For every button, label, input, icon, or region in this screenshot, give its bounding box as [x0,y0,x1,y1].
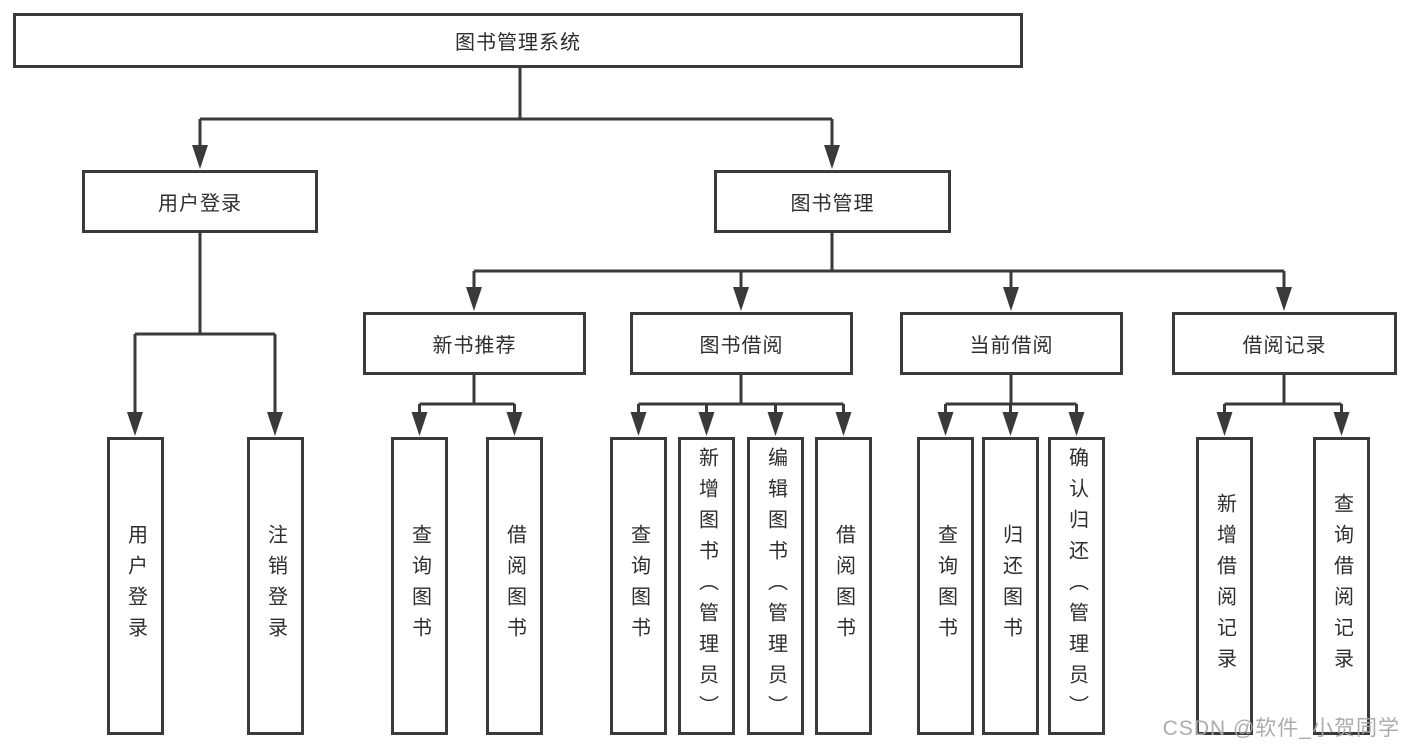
leaf-add-books-admin: 新增图书（管理员） [678,437,735,735]
leaf-label: 查询图书 [627,524,650,648]
leaf-borrow-books: 借阅图书 [815,437,872,735]
node-borrow-records: 借阅记录 [1172,312,1397,375]
leaf-label: 注销登录 [264,524,287,648]
arrowhead [733,287,749,311]
edge-login-to-leaves [133,233,277,418]
node-label: 借阅记录 [1242,335,1327,357]
leaf-label: 借阅图书 [832,524,855,648]
node-current-borrow: 当前借阅 [900,312,1123,375]
edge-manage-to-level3 [472,233,1286,293]
node-label: 新书推荐 [432,335,517,357]
node-book-management: 图书管理 [714,170,951,233]
leaf-label: 查询图书 [934,524,957,648]
leaf-borrow-books-recommend: 借阅图书 [486,437,543,735]
leaf-confirm-return-admin: 确认归还（管理员） [1048,437,1105,735]
node-label: 图书管理 [790,193,875,215]
edge-records-to-leaves [1223,375,1343,418]
leaf-label: 借阅图书 [503,524,526,648]
leaf-label: 归还图书 [999,524,1022,648]
arrowhead [630,412,647,436]
arrowhead [267,412,283,436]
arrowhead [1002,412,1019,436]
leaf-user-login: 用户登录 [107,437,164,735]
edge-current-to-leaves [944,375,1078,418]
leaf-edit-books-admin: 编辑图书（管理员） [747,437,804,735]
node-book-borrow: 图书借阅 [630,312,853,375]
leaf-return-books: 归还图书 [982,437,1039,735]
leaf-label: 用户登录 [124,524,147,648]
node-label: 图书管理系统 [455,32,581,54]
arrowhead [1003,287,1019,311]
arrowhead [1333,412,1350,436]
leaf-label: 新增图书（管理员） [695,446,718,726]
node-label: 图书借阅 [699,335,784,357]
node-label: 当前借阅 [969,335,1054,357]
arrowhead [127,412,143,436]
arrowhead [937,412,954,436]
arrowhead [466,287,482,311]
arrowhead [698,412,715,436]
node-library-management-system: 图书管理系统 [13,13,1023,68]
edge-root-to-level2 [198,68,834,150]
arrowheads [127,145,1350,436]
leaf-label: 查询图书 [408,524,431,648]
arrowhead [824,145,840,169]
node-new-book-recommend: 新书推荐 [363,312,586,375]
arrowhead [835,412,852,436]
edge-borrow-to-leaves [637,375,845,418]
arrowhead [1276,287,1292,311]
arrowhead [411,412,428,436]
arrowhead [1216,412,1233,436]
csdn-watermark: CSDN @软件_小贺同学 [1162,717,1400,740]
leaf-label: 确认归还（管理员） [1065,446,1088,726]
leaf-query-books-borrow: 查询图书 [610,437,667,735]
leaf-query-books-current: 查询图书 [917,437,974,735]
arrowhead [767,412,784,436]
leaf-label: 新增借阅记录 [1213,493,1236,679]
arrowhead [192,145,208,169]
leaf-label: 查询借阅记录 [1330,493,1353,679]
leaf-label: 编辑图书（管理员） [764,446,787,726]
arrowhead [1068,412,1085,436]
leaf-query-books-recommend: 查询图书 [391,437,448,735]
leaf-add-borrow-record: 新增借阅记录 [1196,437,1253,735]
node-label: 用户登录 [158,193,242,215]
edge-recommend-to-leaves [418,375,516,418]
leaf-query-borrow-record: 查询借阅记录 [1313,437,1370,735]
node-user-login: 用户登录 [82,170,318,233]
arrowhead [506,412,523,436]
leaf-logout: 注销登录 [247,437,304,735]
